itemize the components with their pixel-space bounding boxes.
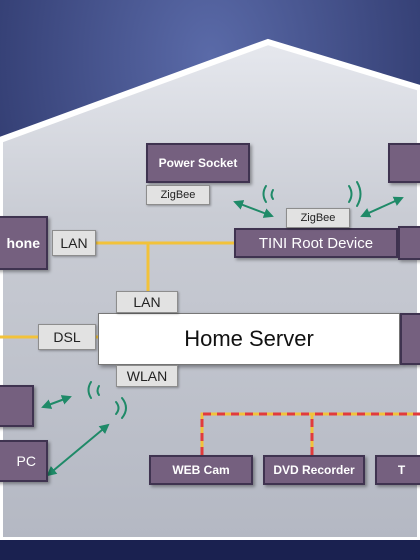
dvd-recorder-label: DVD Recorder — [273, 463, 355, 477]
wireless-arrows — [41, 196, 404, 477]
pc-device[interactable]: PC — [0, 440, 48, 482]
web-cam-label: WEB Cam — [172, 463, 230, 477]
dsl-label: DSL — [53, 329, 81, 345]
phone-label: hone — [6, 235, 40, 251]
wlan-tag: WLAN — [116, 365, 178, 387]
right-mid-device[interactable] — [398, 226, 420, 260]
tini-root-label: TINI Root Device — [258, 234, 374, 252]
web-cam-device[interactable]: WEB Cam — [149, 455, 253, 485]
right-server-device[interactable] — [400, 313, 420, 365]
dsl-tag: DSL — [38, 324, 96, 350]
wave-icon — [96, 385, 100, 396]
zigbee-label: ZigBee — [300, 212, 336, 224]
wave-icon — [121, 397, 127, 419]
wlan-arrow-upper — [41, 395, 72, 409]
wave-icon — [115, 401, 120, 415]
wlan-arrow-lower — [46, 423, 110, 477]
zigbee-arrow-right — [360, 196, 404, 218]
right-bottom-label: T — [397, 463, 406, 477]
phone-device[interactable]: hone — [0, 216, 48, 270]
left-mid-device[interactable] — [0, 385, 34, 427]
wave-icon — [270, 189, 274, 200]
pc-label: PC — [16, 453, 36, 469]
power-socket-device[interactable]: Power Socket — [146, 143, 250, 183]
wlan-label: WLAN — [126, 368, 168, 384]
wave-icon — [356, 181, 362, 207]
lan-label: LAN — [60, 235, 88, 251]
tini-root-device[interactable]: TINI Root Device — [234, 228, 398, 258]
wave-icon — [348, 185, 353, 203]
zigbee-label: ZigBee — [160, 189, 196, 201]
right-bottom-device[interactable]: T — [375, 455, 420, 485]
zigbee-tag-tini: ZigBee — [286, 208, 350, 228]
signal-waves — [87, 181, 362, 419]
right-top-device[interactable] — [388, 143, 420, 183]
home-server-box[interactable]: Home Server — [98, 313, 400, 365]
bus-dashed — [200, 412, 420, 455]
home-server-label: Home Server — [184, 326, 314, 351]
zigbee-tag-socket: ZigBee — [146, 185, 210, 205]
lan-label: LAN — [133, 294, 161, 310]
zigbee-arrow-left — [233, 200, 274, 218]
house-base — [0, 540, 420, 560]
wave-icon — [262, 185, 267, 203]
dvd-recorder-device[interactable]: DVD Recorder — [263, 455, 365, 485]
lan-tag-phone: LAN — [52, 230, 96, 256]
lan-tag-server: LAN — [116, 291, 178, 313]
power-socket-label: Power Socket — [158, 156, 238, 170]
device-bus — [200, 412, 420, 455]
wave-icon — [87, 381, 92, 399]
